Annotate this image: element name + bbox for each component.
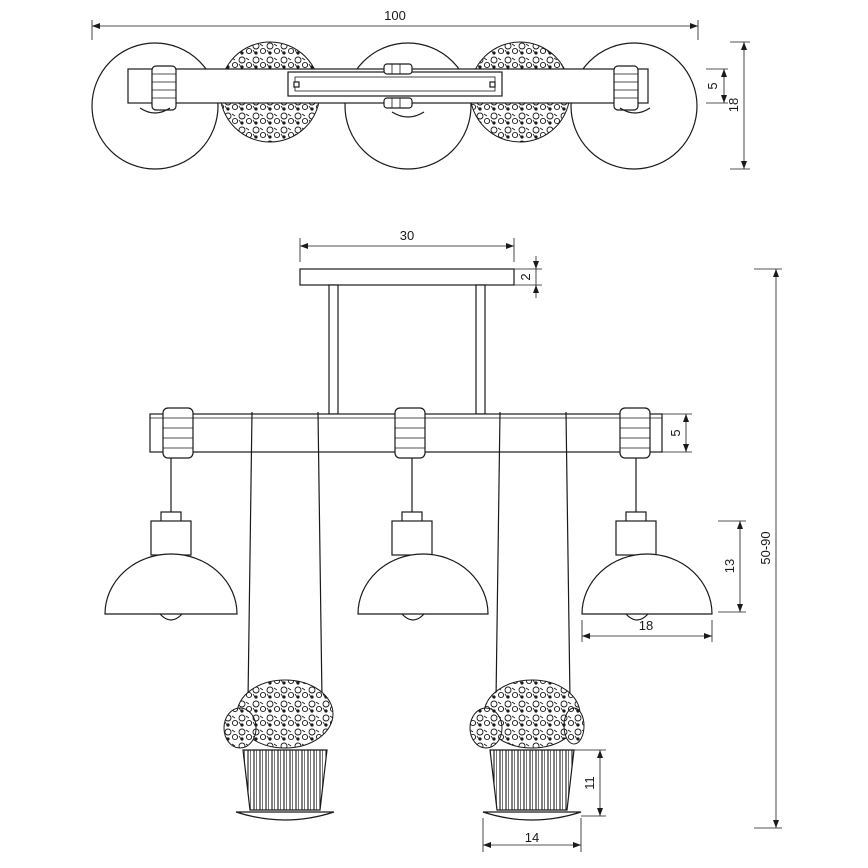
- planter-right: [469, 679, 585, 821]
- dim-pot-width: 14: [482, 818, 582, 852]
- dim-total-height-label: 50-90: [758, 531, 773, 564]
- top-rope-wrap-middle: [383, 63, 425, 118]
- planter-left: [223, 679, 335, 821]
- canopy: [299, 268, 515, 286]
- dim-shade-diameter: 18: [581, 618, 713, 642]
- dim-pot-height-label: 11: [582, 776, 597, 790]
- shade-left: [104, 511, 238, 621]
- dim-shade-height: 13: [718, 520, 746, 613]
- rod-right: [475, 284, 486, 415]
- top-rope-wrap-left: [139, 65, 177, 114]
- dim-top-width-label: 100: [384, 8, 406, 23]
- rod-left: [328, 284, 339, 415]
- dim-total-height: 50-90: [754, 268, 782, 829]
- top-rope-wrap-right: [613, 65, 651, 114]
- shade-middle: [357, 511, 489, 621]
- dim-canopy-height: 2: [514, 256, 542, 298]
- dim-top-width: 100: [91, 8, 699, 40]
- dim-canopy-height-label: 2: [518, 273, 533, 280]
- top-shade-right: [570, 42, 698, 170]
- top-shade-left: [91, 42, 219, 170]
- top-view: 100 5 18: [91, 8, 750, 170]
- dim-canopy-width: 30: [299, 228, 515, 262]
- pot-right: [489, 749, 575, 811]
- dim-shade-height-label: 13: [722, 559, 737, 573]
- dim-pot-height: 11: [574, 749, 606, 817]
- dim-top-total-depth-label: 18: [726, 98, 741, 112]
- dim-shade-diameter-label: 18: [639, 618, 653, 633]
- rope-wrap-middle: [394, 407, 426, 459]
- rope-wrap-left: [162, 407, 194, 459]
- dim-beam-height-label: 5: [668, 429, 683, 436]
- dim-beam-height: 5: [662, 413, 692, 453]
- dim-top-total-depth: 18: [726, 41, 750, 170]
- rope-wrap-right: [619, 407, 651, 459]
- shade-right: [581, 511, 713, 621]
- top-shade-middle: [344, 42, 472, 170]
- pot-left: [242, 749, 328, 811]
- front-view: 30 2 5 13: [104, 228, 782, 852]
- dim-canopy-width-label: 30: [400, 228, 414, 243]
- top-canopy: [287, 71, 503, 97]
- dim-pot-width-label: 14: [525, 830, 539, 845]
- dim-top-beam-depth-label: 5: [705, 82, 720, 89]
- dim-top-beam-depth: 5: [705, 68, 728, 104]
